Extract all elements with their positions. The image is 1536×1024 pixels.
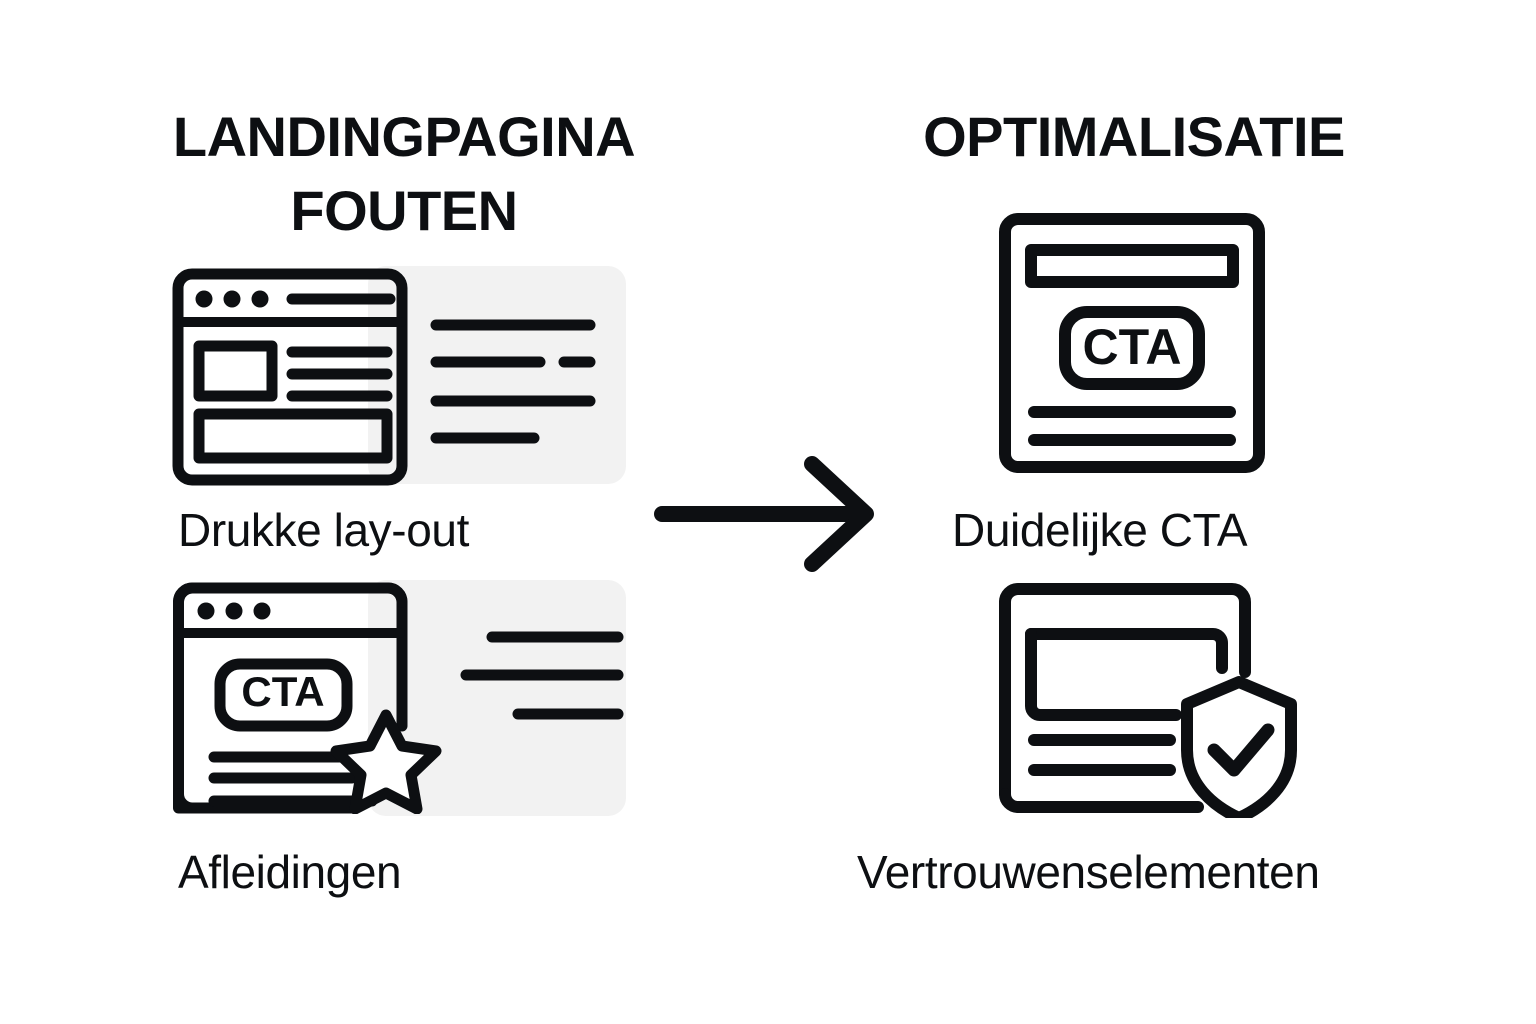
busy-layout-browser-icon — [172, 268, 408, 486]
backdrop-card-busy-layout — [368, 266, 626, 484]
clear-cta-card-icon: CTA — [999, 213, 1265, 473]
distraction-browser-star-icon: CTA — [173, 582, 442, 814]
caption-afleidingen: Afleidingen — [178, 846, 402, 898]
caption-vertrouwenselementen: Vertrouwenselementen — [857, 846, 1320, 898]
arrow-right-icon — [654, 456, 874, 572]
trust-shield-document-icon — [999, 583, 1297, 818]
page-title-left: LANDINGPAGINA FOUTEN — [172, 105, 636, 242]
cta-label-clear: CTA — [1082, 319, 1181, 375]
cta-label-distraction: CTA — [241, 668, 324, 715]
text-lines-distraction — [460, 631, 624, 720]
caption-duidelijke-cta: Duidelijke CTA — [952, 504, 1248, 556]
text-lines-busy-layout — [430, 319, 596, 444]
page-title-right: OPTIMALISATIE — [923, 105, 1345, 168]
caption-drukke-layout: Drukke lay-out — [178, 504, 469, 556]
